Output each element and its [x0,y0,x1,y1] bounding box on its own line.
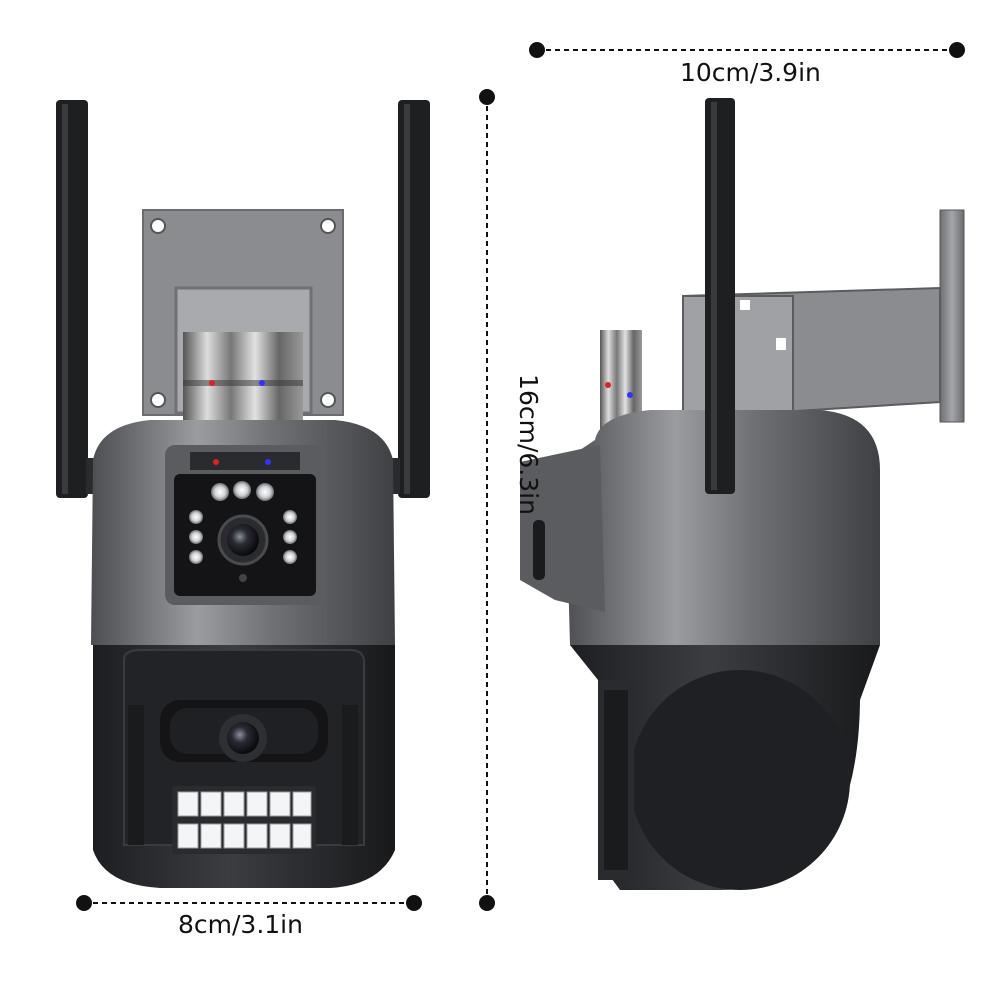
antenna-icon [56,100,88,498]
dimension-line-top [529,42,965,58]
camera-front-view [56,100,430,888]
dimension-label-front-width: 8cm/3.1in [178,910,303,939]
led-icon [189,481,297,564]
led-icon [177,791,312,849]
camera-side-view [520,98,965,890]
antenna-icon [705,98,735,494]
dimension-line-bottom [76,895,422,911]
dimension-label-height: 16cm/6.3in [513,374,543,515]
dimension-label-width: 10cm/3.9in [680,58,821,87]
antenna-icon [398,100,430,498]
dimension-line-height [479,89,495,911]
